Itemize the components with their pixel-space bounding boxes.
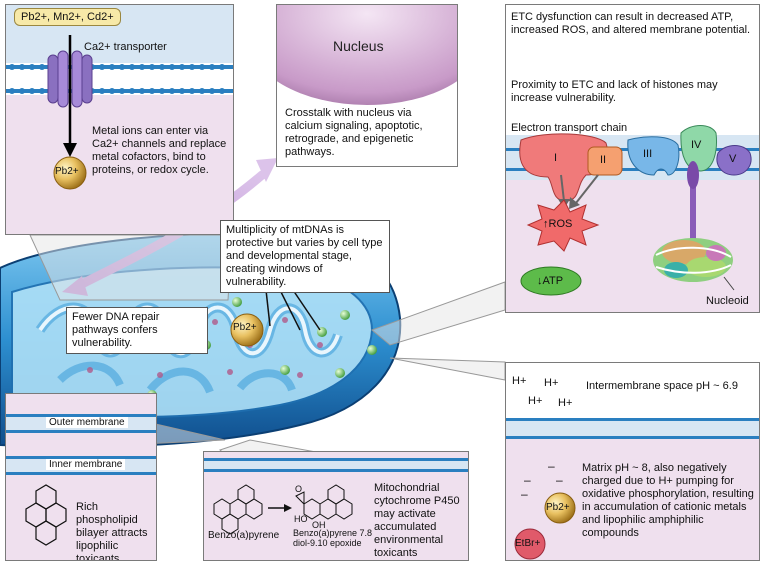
- etc-text-1: ETC dysfunction can result in decreased …: [511, 11, 751, 36]
- outer-membrane-label: Outer membrane: [46, 417, 128, 428]
- h-plus-4: H+: [558, 397, 573, 409]
- benzopyrene-structure-icon: [213, 484, 263, 535]
- lipid-bilayer: [6, 64, 233, 94]
- etc-diagram: [506, 125, 759, 296]
- h-plus-2: H+: [544, 377, 559, 389]
- ho-label: HO: [294, 514, 308, 524]
- complex-iv-shape: [680, 125, 717, 172]
- h-plus-1: H+: [512, 375, 527, 387]
- nucleus-shape: [277, 5, 457, 105]
- complex-iii-label: III: [643, 148, 653, 160]
- etc-panel: ETC dysfunction can result in decreased …: [505, 4, 760, 313]
- pb-ion-label: Pb2+: [55, 166, 79, 177]
- h-plus-3: H+: [528, 395, 543, 407]
- complex-ii-label: II: [600, 154, 607, 166]
- ph-panel: H+ H+ H+ H+ Intermembrane space pH ~ 6.9…: [505, 362, 760, 561]
- atp-blob: [520, 266, 582, 296]
- up-arrow-icon: ↑: [543, 218, 549, 230]
- inner-membrane-label: Inner membrane: [46, 459, 126, 470]
- p450-panel: O OH HO Benzo(a)pyrene Benzo(a)pyrene 7.…: [203, 451, 469, 561]
- complex-i-shape: [519, 133, 609, 202]
- nucleus-panel: Nucleus Crosstalk with nucleus via calci…: [276, 4, 458, 167]
- ros-star: [526, 199, 600, 252]
- p450-diagram: [204, 458, 468, 535]
- complex-iv-label: IV: [691, 139, 702, 151]
- negative-charge-2: –: [524, 473, 531, 487]
- etc-chain-label: Electron transport chain: [511, 122, 628, 134]
- oh-label: OH: [312, 520, 326, 530]
- ca-transporter-panel: Pb2+, Mn2+, Cd2+ Ca2+ transporter Pb2+ M…: [5, 4, 234, 235]
- ca-panel-text: Metal ions can enter via Ca2+ channels a…: [92, 125, 227, 176]
- pb-mito-label: Pb2+: [233, 322, 257, 333]
- etc-text-2: Proximity to ETC and lack of histones ma…: [511, 79, 718, 104]
- epoxide-label: Benzo(a)pyrene 7.8 diol-9.10 epoxide: [293, 528, 373, 548]
- complex-v-label: V: [729, 153, 737, 165]
- matrix-ph-text: Matrix pH ~ 8, also negatively charged d…: [582, 462, 754, 539]
- complex-i-label: I: [554, 152, 558, 164]
- pb-matrix-label: Pb2+: [546, 502, 570, 513]
- nucleus-title: Nucleus: [333, 38, 384, 54]
- ca-transporter-diagram: [6, 35, 233, 190]
- metal-ion-list-tag: Pb2+, Mn2+, Cd2+: [14, 8, 121, 26]
- dna-repair-note: Fewer DNA repair pathways confers vulner…: [66, 307, 208, 354]
- ph-membrane: [506, 418, 759, 560]
- atp-label: ↓ATP: [537, 275, 564, 287]
- etbr-label: EtBr+: [515, 538, 541, 549]
- nucleoid-label: Nucleoid: [706, 295, 749, 307]
- membrane-panel: Outer membrane Inner membrane Rich phosp…: [5, 393, 157, 561]
- aromatic-rings-icon: [25, 484, 67, 546]
- ca-channel: [47, 50, 93, 108]
- nucleus-text: Crosstalk with nucleus via calcium signa…: [285, 107, 423, 158]
- nucleoid-shape: [653, 238, 733, 282]
- p450-panel-text: Mitochondrial cytochrome P450 may activa…: [374, 482, 460, 559]
- epoxide-structure-icon: [295, 484, 353, 520]
- down-arrow-icon: ↓: [537, 275, 543, 287]
- ca-transporter-label: Ca2+ transporter: [84, 41, 167, 53]
- negative-charge-4: –: [521, 487, 528, 501]
- membrane-panel-text: Rich phospholipid bilayer attracts lipop…: [76, 501, 148, 561]
- complex-iii-shape: [627, 136, 680, 176]
- complex-v-shape: [716, 145, 752, 176]
- mtdna-multiplicity-note: Multiplicity of mtDNAs is protective but…: [220, 220, 390, 293]
- negative-charge-3: –: [556, 473, 563, 487]
- ros-label: ↑ROS: [543, 218, 573, 230]
- negative-charge-1: –: [548, 459, 555, 473]
- intermembrane-ph-label: Intermembrane space pH ~ 6.9: [586, 380, 738, 392]
- epoxide-o-label: O: [295, 484, 303, 494]
- complex-ii-shape: [587, 146, 623, 176]
- benzopyrene-label: Benzo(a)pyrene: [208, 530, 280, 541]
